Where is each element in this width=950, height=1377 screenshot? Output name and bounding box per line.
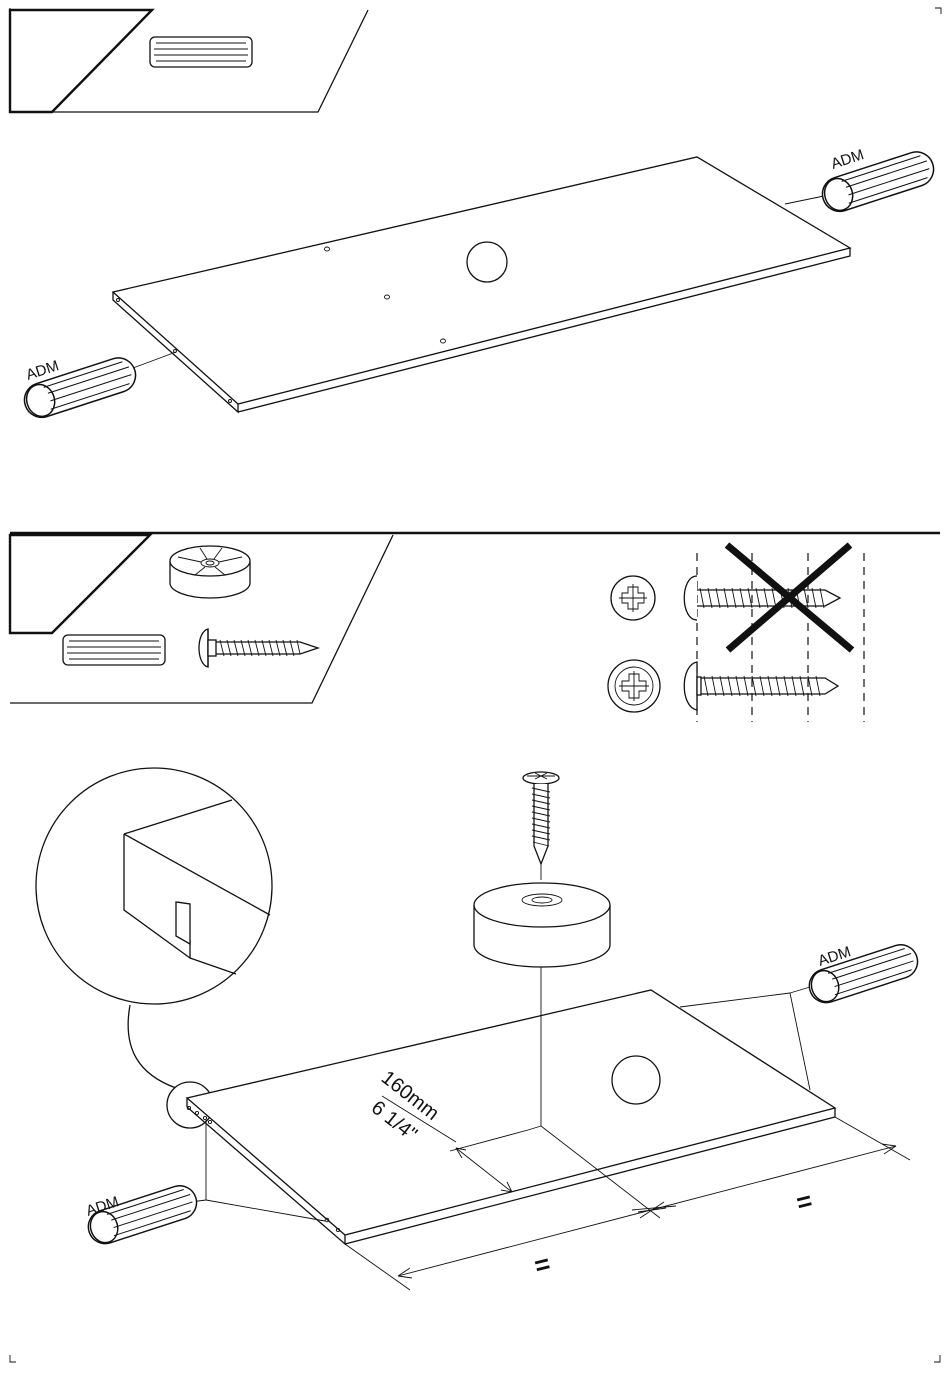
screw-icon: [199, 629, 318, 667]
step-1: ADM ADM: [10, 10, 938, 422]
equal-right-label: =: [793, 1185, 815, 1218]
screw-vertical-icon: [523, 772, 559, 880]
screw-guide: [608, 545, 864, 722]
wrong-cross-icon: [727, 545, 852, 650]
dowel-right-1: ADM: [785, 146, 938, 215]
screw-row-wrong: [611, 545, 852, 650]
step-2: 160mm 6 1/4" = =: [10, 533, 940, 1290]
equal-left-label: =: [531, 1248, 553, 1281]
center-hole: [612, 1056, 660, 1104]
dowel-icon: [150, 37, 252, 67]
center-hole: [467, 242, 507, 282]
detail-circle: [36, 768, 272, 1128]
panel-1: [113, 157, 850, 412]
parts-box-1: [10, 10, 368, 112]
dowel-icon: [63, 635, 165, 665]
foot-pad-icon: [170, 546, 250, 598]
screw-row-correct: [608, 660, 838, 712]
parts-box-2: [10, 535, 393, 703]
dowel-left-1: ADM: [20, 352, 176, 422]
